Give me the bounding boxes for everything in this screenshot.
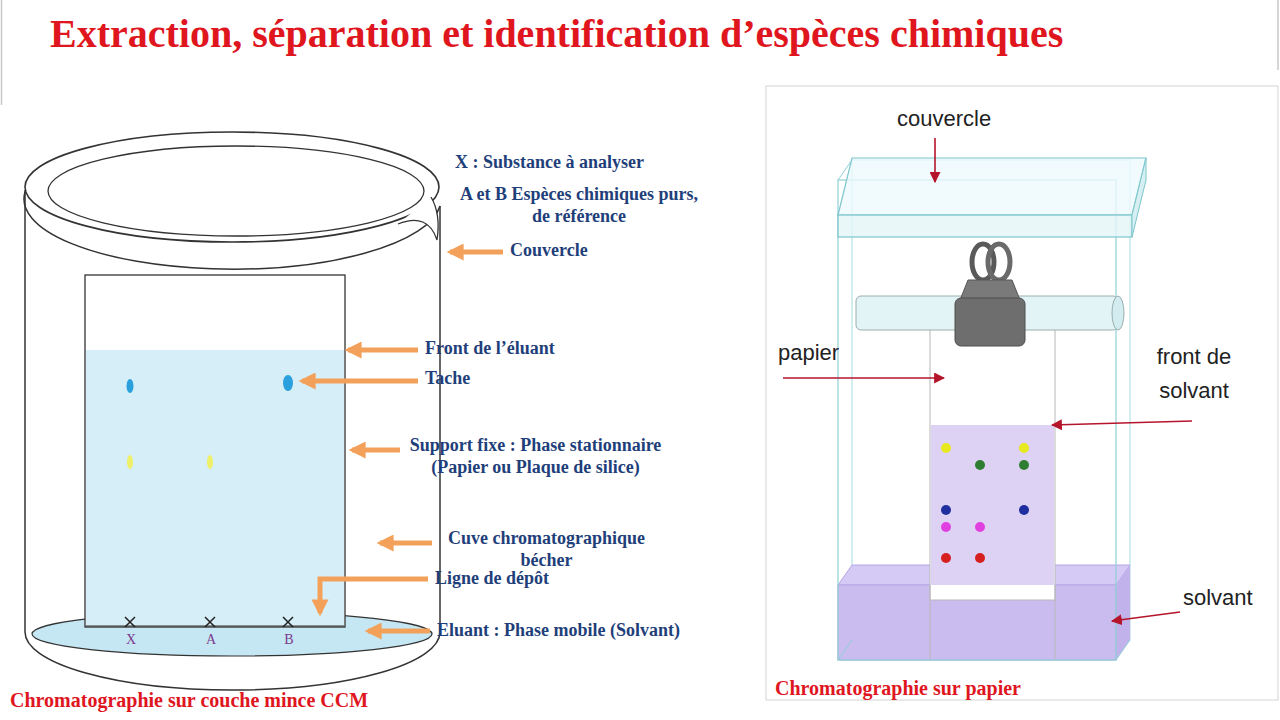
deposit-cross (125, 617, 135, 627)
spot (1019, 443, 1029, 453)
beaker-bottom (25, 632, 440, 690)
annotation-label: X : Substance à analyser (455, 152, 644, 174)
spot (941, 553, 951, 563)
deposit-cross (205, 617, 215, 627)
annotation-label: solvant (1183, 585, 1253, 611)
clip (955, 298, 1025, 346)
spot (975, 522, 985, 532)
page-title: Extraction, séparation et identification… (50, 10, 1063, 58)
spot (975, 553, 985, 563)
frame-line (1277, 0, 1279, 70)
panel-frame (766, 86, 1278, 700)
lid (838, 215, 1132, 237)
beaker-wall (24, 190, 26, 632)
beaker-rim (25, 132, 439, 242)
spot (127, 379, 134, 393)
paper-edge (930, 585, 931, 660)
annotation-label: Cuve chromatographique bécher (440, 528, 653, 571)
paper-tank (838, 158, 1146, 660)
leader-arrow (1052, 421, 1192, 425)
tank-front (838, 180, 1116, 660)
eluent-wet-zone (86, 350, 344, 626)
sample-mark: X (126, 632, 136, 649)
leader-arrow (1112, 612, 1180, 621)
chromatography-paper (930, 320, 1055, 600)
rod-end (1112, 296, 1124, 330)
spot (1019, 505, 1029, 515)
annotation-label: Front de l’éluant (425, 338, 555, 360)
tank-edge (838, 640, 852, 660)
annotation-label: Couvercle (510, 240, 588, 262)
solvent (1116, 565, 1130, 660)
lid-band (24, 192, 440, 269)
annotation-label: Support fixe : Phase stationnaire (Papie… (408, 435, 663, 478)
frame-line (1, 0, 3, 105)
tank-edge (1116, 640, 1130, 660)
annotation-label: papier (778, 340, 839, 366)
figure-caption: Chromatographie sur couche mince CCM (10, 688, 368, 712)
sample-mark: B (284, 632, 293, 649)
annotation-label: couvercle (897, 106, 991, 132)
leader-arrow (783, 377, 944, 379)
spot (283, 375, 293, 391)
leader-arrows (783, 138, 1192, 621)
beaker (24, 132, 440, 690)
leader-arrow (368, 629, 430, 634)
annotation-label: Tache (425, 368, 470, 390)
spot (941, 505, 951, 515)
leader-arrow (302, 379, 418, 384)
beaker-spout (398, 197, 438, 240)
sample-mark: A (206, 632, 216, 649)
leader-arrow (380, 541, 432, 546)
clip (960, 280, 1020, 300)
figure-caption: Chromatographie sur papier (775, 676, 1021, 700)
deposit-cross (283, 617, 293, 627)
lid (838, 158, 1146, 215)
annotation-label: A et B Espèces chimiques purs, de référe… (458, 184, 700, 227)
leader-arrow (352, 448, 400, 453)
spot (941, 522, 951, 532)
paper-edge (1055, 585, 1056, 660)
leader-arrow (348, 348, 418, 353)
leader-arrow (450, 250, 503, 255)
spot (975, 460, 985, 470)
clip-loop (988, 244, 1010, 280)
annotation-label: front de solvant (1155, 340, 1233, 408)
spot (1019, 460, 1029, 470)
annotation-label: Ligne de dépôt (435, 568, 549, 590)
spot (941, 443, 951, 453)
wet-paper (931, 425, 1054, 585)
leader-arrow (320, 579, 428, 613)
annotation-label: Eluant : Phase mobile (Solvant) (437, 620, 680, 642)
spot (127, 455, 133, 469)
tlc-plate (85, 275, 345, 627)
lid (1132, 158, 1146, 237)
leader-arrow (934, 138, 936, 182)
spot (207, 455, 213, 469)
beaker-rim (48, 146, 424, 236)
